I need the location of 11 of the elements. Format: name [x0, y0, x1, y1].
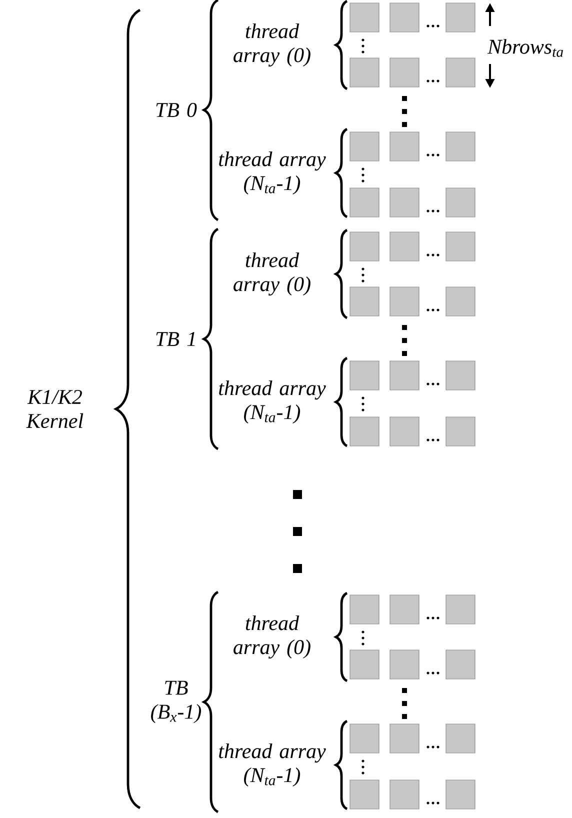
thread-array-label: thread array (N$_{ta}$-1): [219, 380, 326, 424]
kernel-label: K1/K2 Kernel: [26, 390, 84, 428]
thread-array-label: thread array (N$_{ta}$-1): [219, 151, 326, 195]
thread-array-label: thread array (0): [234, 615, 310, 659]
block-label: TB (B$_{x}$-1): [151, 680, 202, 724]
block-label: TB 1: [156, 332, 195, 346]
block-label: TB 0: [156, 102, 197, 118]
thread-array-label: thread array (N$_{ta}$-1): [219, 743, 326, 787]
thread-array-label: thread array (0): [234, 252, 310, 296]
thread-array-label: thread array (0): [234, 23, 310, 67]
row-count-label: Nbrows$_{ta}$: [487, 39, 563, 57]
